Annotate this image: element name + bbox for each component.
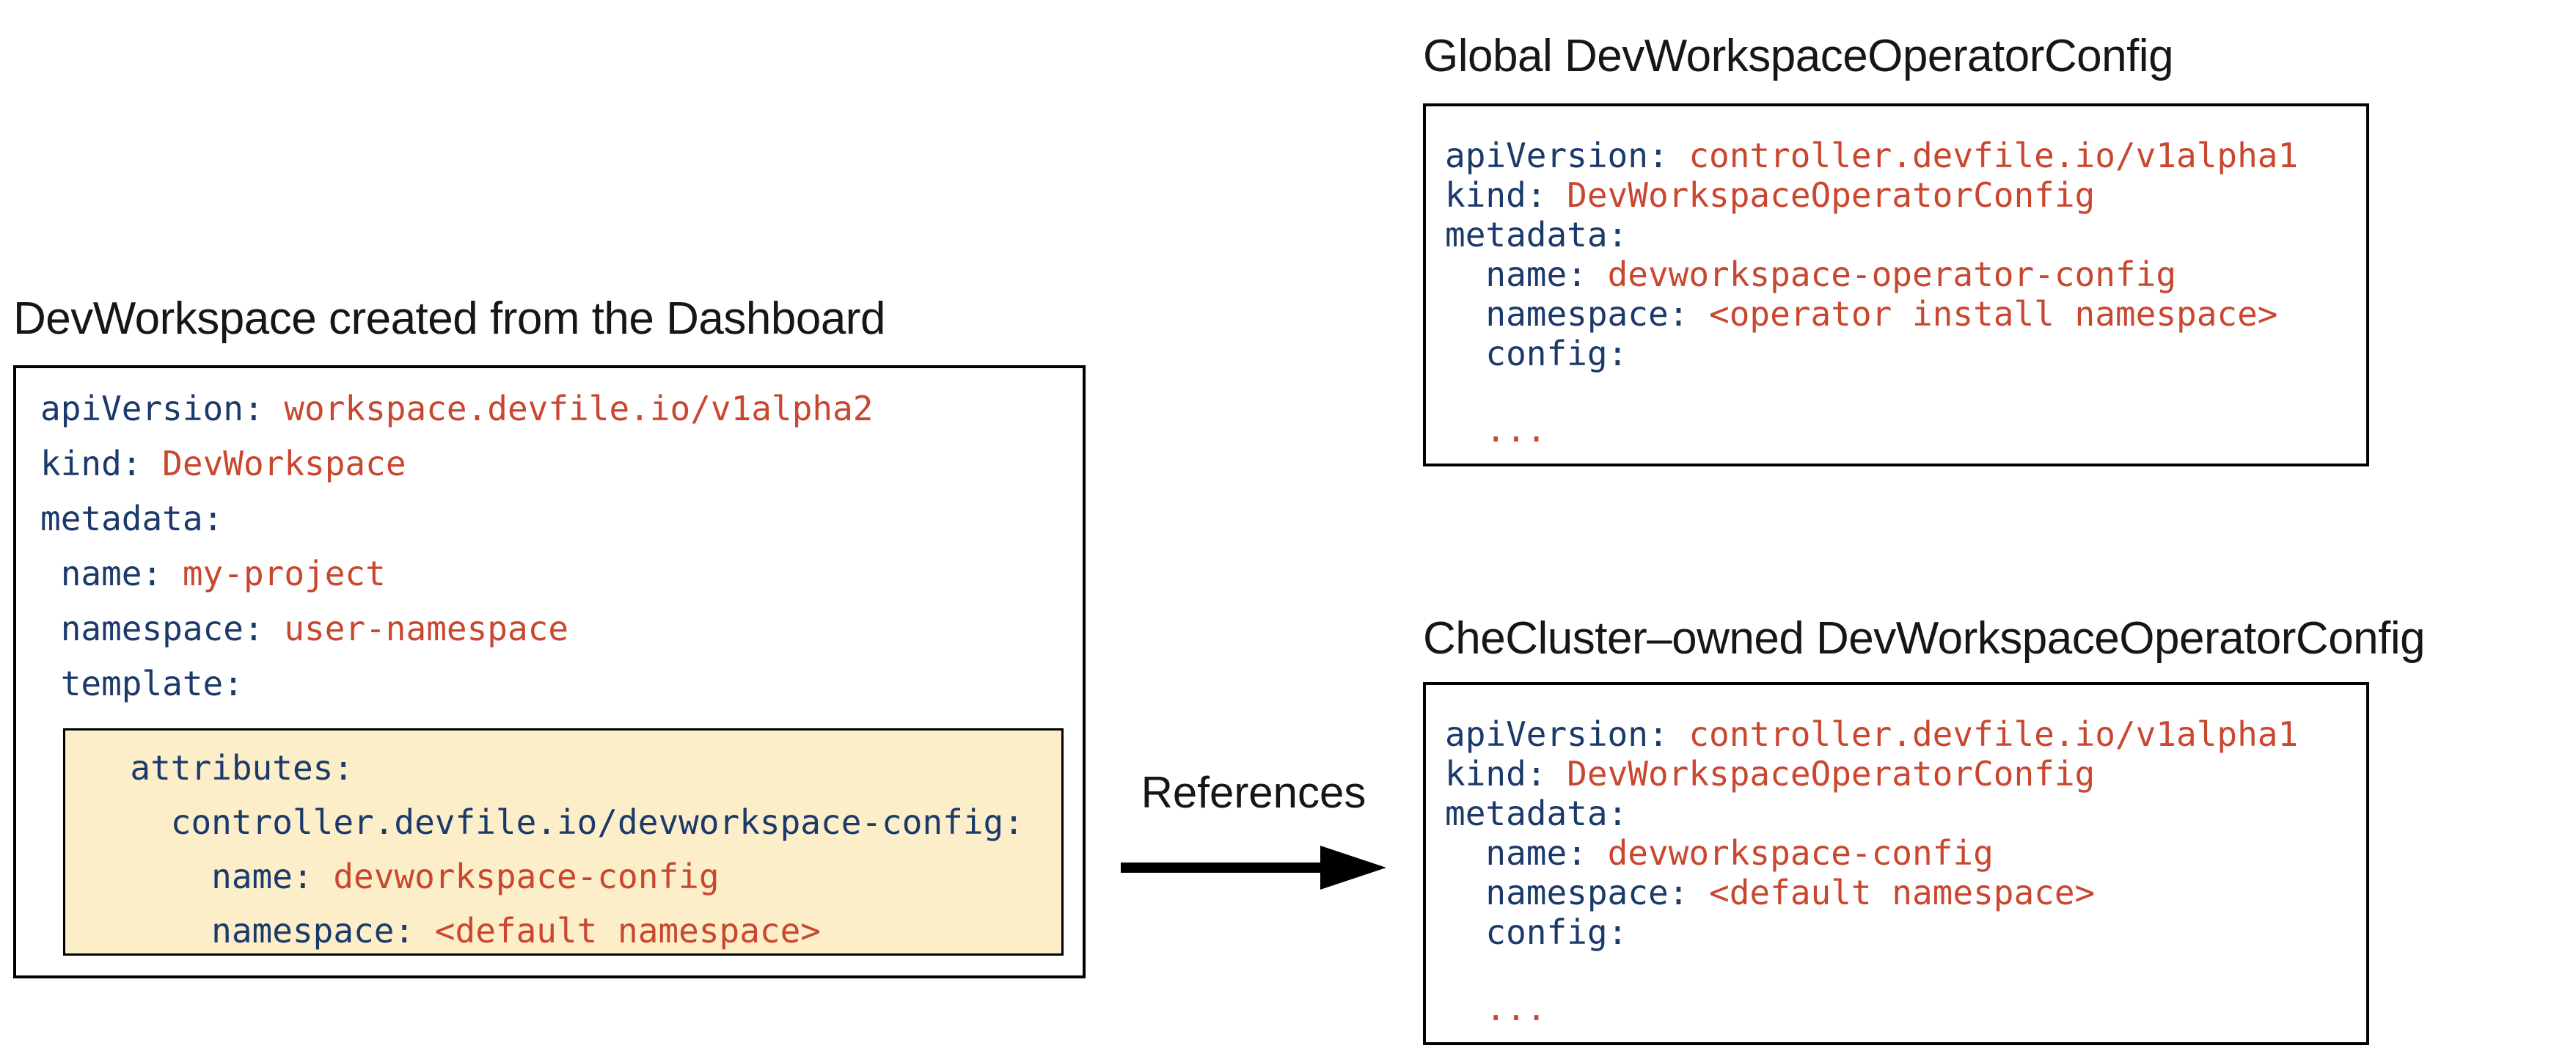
code-line: kind: DevWorkspaceOperatorConfig [1445, 175, 2096, 215]
references-arrow-shaft [1121, 863, 1323, 873]
code-line: apiVersion: controller.devfile.io/v1alph… [1445, 136, 2299, 175]
code-line: namespace: <default namespace> [1445, 873, 2096, 912]
code-line: kind: DevWorkspace [40, 444, 406, 483]
code-line: apiVersion: controller.devfile.io/v1alph… [1445, 714, 2299, 754]
code-line: ... [1485, 989, 1547, 1028]
code-line: config: [1445, 912, 1628, 952]
code-line: namespace: <default namespace> [89, 911, 821, 951]
global-operator-config-title: Global DevWorkspaceOperatorConfig [1423, 31, 2174, 81]
code-line: name: devworkspace-config [1445, 833, 1994, 873]
code-line: metadata: [40, 499, 224, 538]
devworkspace-yaml-code: apiVersion: workspace.devfile.io/v1alpha… [16, 368, 1083, 711]
code-line: config: [1445, 334, 1628, 373]
references-label: References [1141, 768, 1366, 817]
devworkspace-config-highlight: attributes: controller.devfile.io/devwor… [63, 728, 1064, 956]
code-line: controller.devfile.io/devworkspace-confi… [89, 802, 1024, 842]
code-line: namespace: user-namespace [40, 609, 569, 648]
checluster-operator-config-title: CheCluster–owned DevWorkspaceOperatorCon… [1423, 613, 2426, 664]
code-line [1445, 952, 2366, 989]
checluster-operator-config-yaml-code: apiVersion: controller.devfile.io/v1alph… [1426, 685, 2366, 1028]
code-line: name: devworkspace-operator-config [1445, 254, 2177, 294]
code-line: attributes: [89, 748, 354, 788]
code-line: name: my-project [40, 554, 386, 593]
code-line: metadata: [1445, 794, 1628, 833]
devworkspace-box: apiVersion: workspace.devfile.io/v1alpha… [13, 365, 1086, 978]
code-line: kind: DevWorkspaceOperatorConfig [1445, 754, 2096, 794]
code-line: namespace: <operator install namespace> [1445, 294, 2278, 334]
code-line: template: [40, 664, 244, 703]
left-panel-title: DevWorkspace created from the Dashboard [13, 293, 885, 344]
code-line: apiVersion: workspace.devfile.io/v1alpha… [40, 389, 874, 428]
code-line: ... [1485, 410, 1547, 450]
checluster-operator-config-box: apiVersion: controller.devfile.io/v1alph… [1423, 682, 2369, 1045]
references-arrow-head-icon [1320, 846, 1386, 890]
highlight-yaml-code: attributes: controller.devfile.io/devwor… [65, 730, 1061, 958]
code-line: metadata: [1445, 215, 1628, 254]
global-operator-config-box: apiVersion: controller.devfile.io/v1alph… [1423, 103, 2369, 466]
code-line: name: devworkspace-config [89, 857, 720, 896]
global-operator-config-yaml-code: apiVersion: controller.devfile.io/v1alph… [1426, 106, 2366, 450]
code-line [1445, 373, 2366, 410]
